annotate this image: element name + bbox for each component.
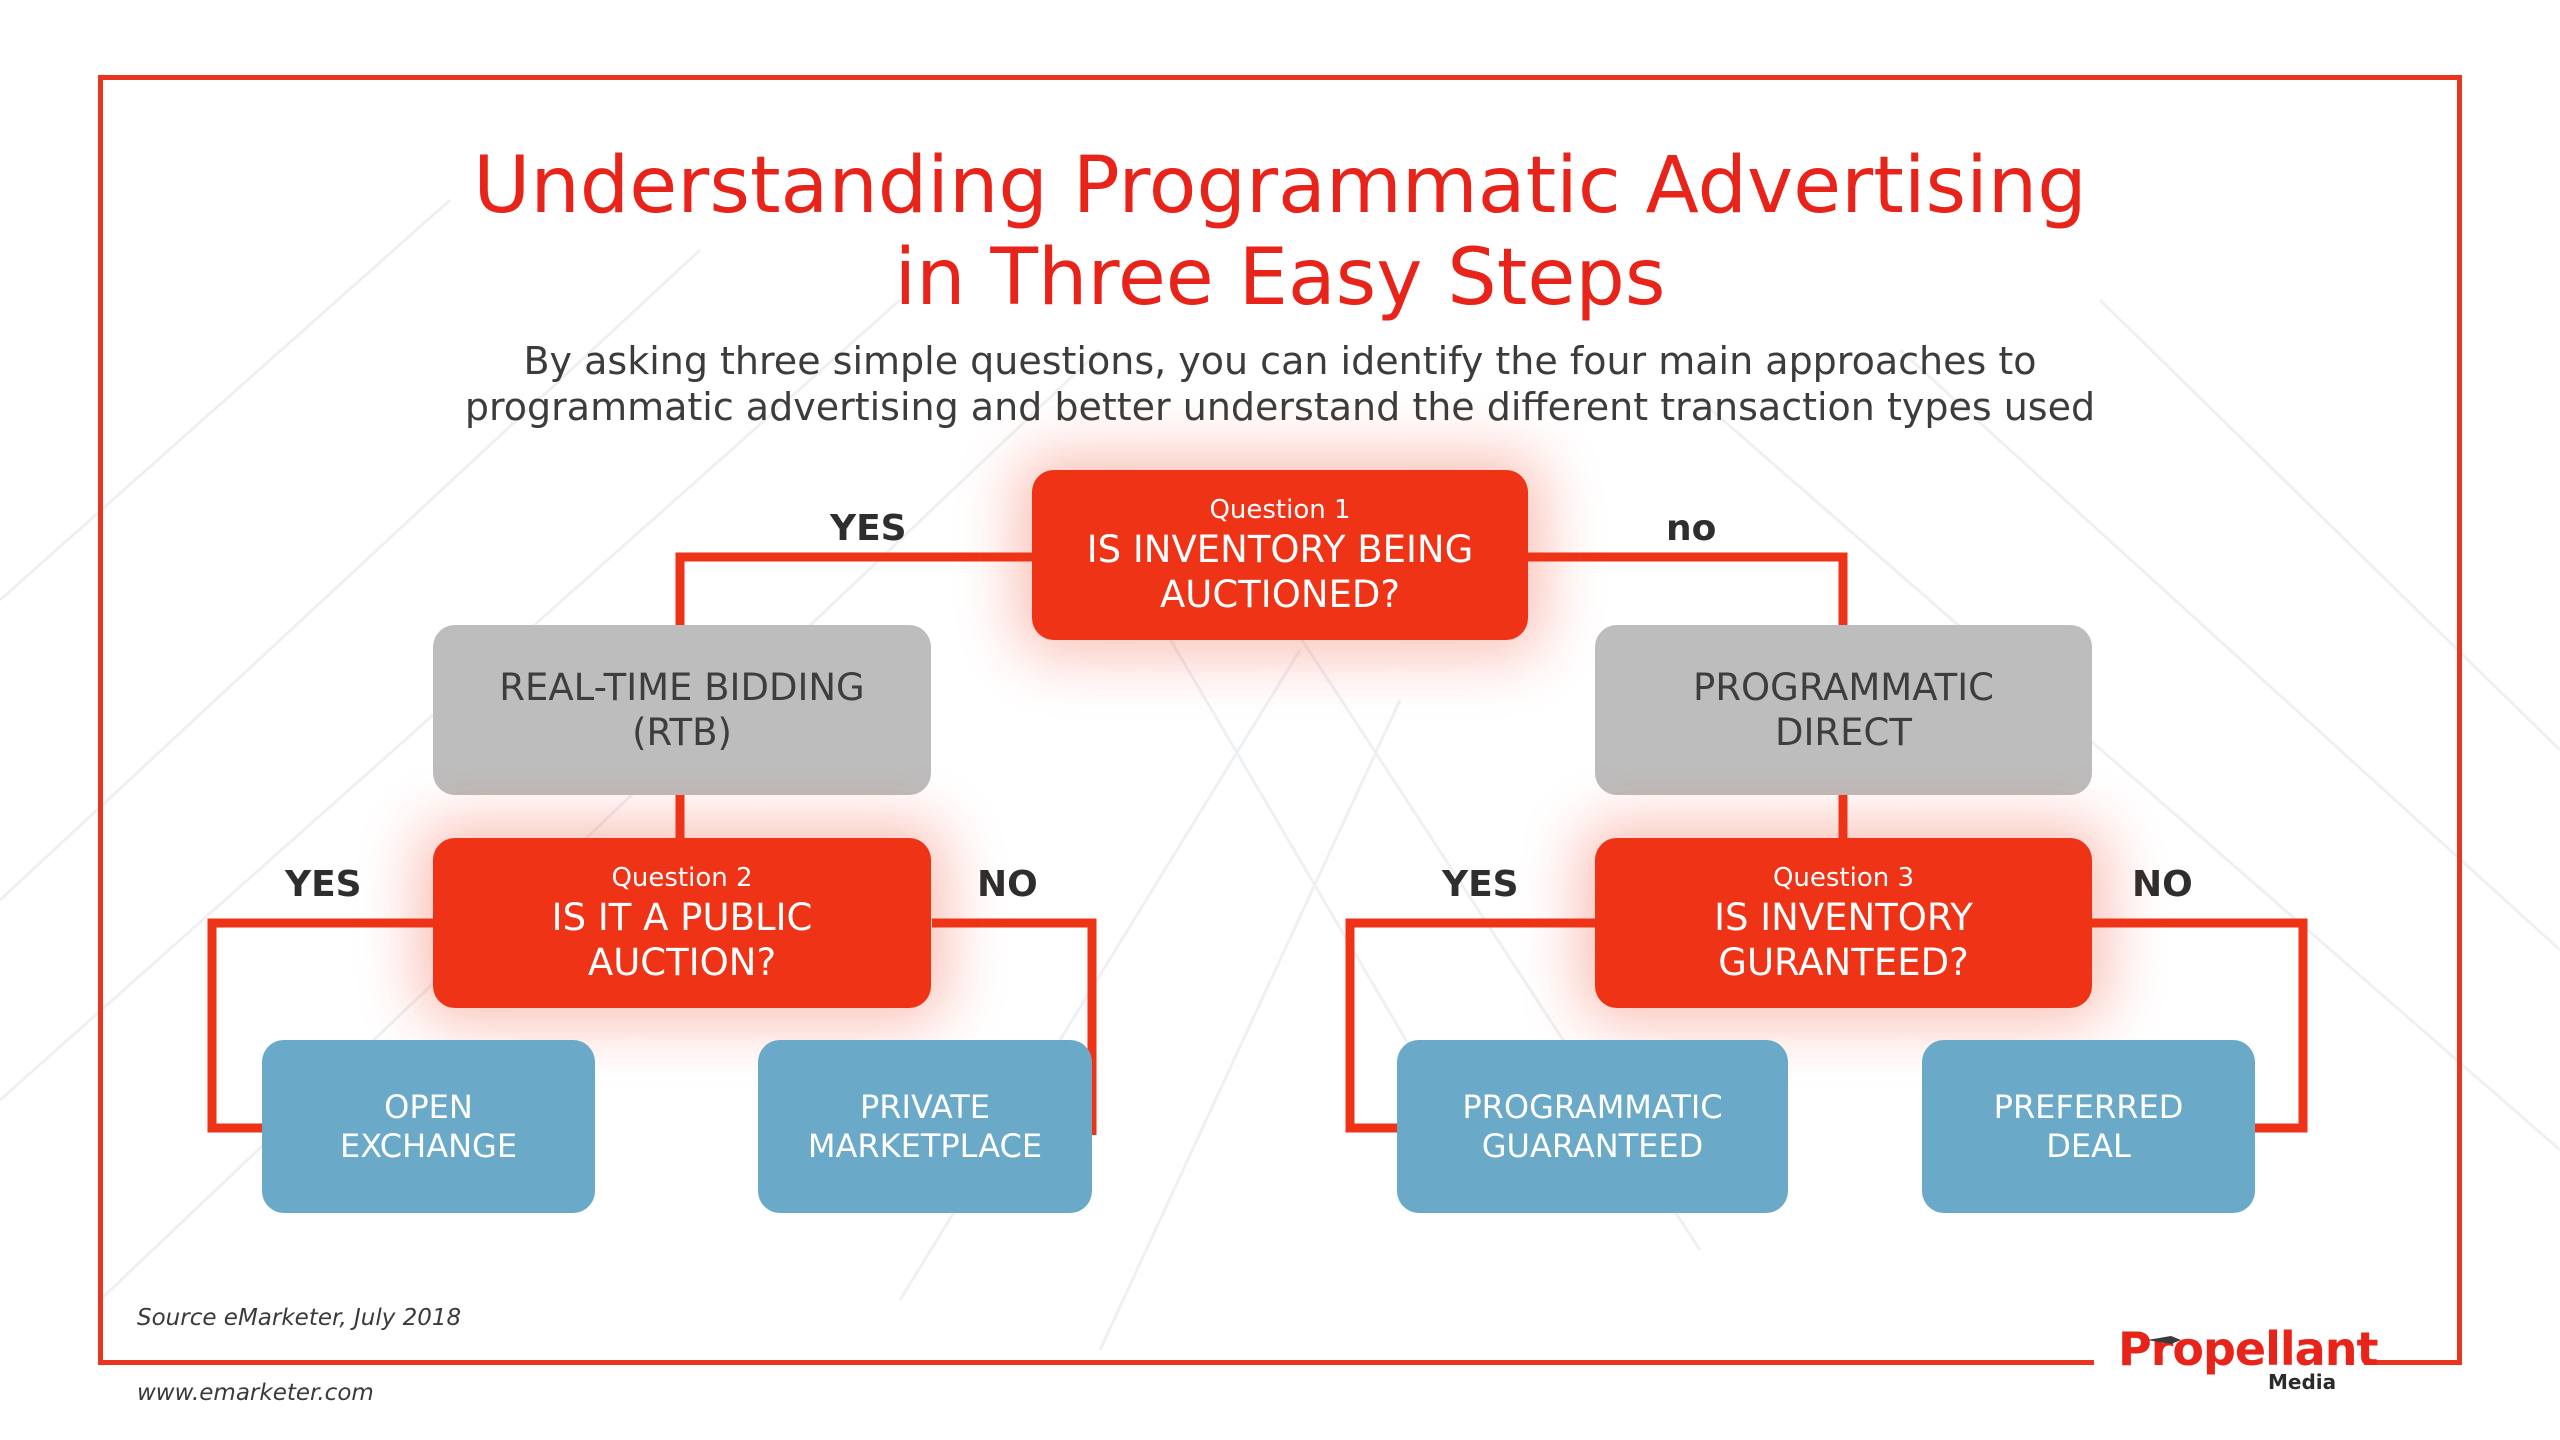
question-1-box: Question 1 IS INVENTORY BEING AUCTIONED? bbox=[1032, 470, 1528, 640]
private-marketplace-box: PRIVATE MARKETPLACE bbox=[758, 1040, 1092, 1213]
page-subtitle: By asking three simple questions, you ca… bbox=[380, 338, 2180, 430]
propellant-logo-subtitle: Media bbox=[2268, 1370, 2337, 1394]
outer-frame bbox=[98, 75, 2462, 1365]
question-2-box: Question 2 IS IT A PUBLIC AUCTION? bbox=[433, 838, 931, 1008]
open-exchange-line-2: EXCHANGE bbox=[339, 1126, 518, 1165]
q3-yes-connector bbox=[1345, 918, 1595, 1133]
programmatic-guaranteed-line-1: PROGRAMMATIC bbox=[1462, 1087, 1723, 1126]
direct-line-1: PROGRAMMATIC bbox=[1693, 666, 1994, 709]
source-url: www.emarketer.com bbox=[137, 1380, 374, 1406]
q1-no-label: no bbox=[1666, 508, 1717, 549]
private-marketplace-line-1: PRIVATE bbox=[860, 1087, 990, 1126]
subtitle-line-2: programmatic advertising and better unde… bbox=[464, 385, 2096, 429]
q2-yes-connector bbox=[207, 918, 433, 1133]
q1-yes-label: YES bbox=[830, 508, 907, 549]
preferred-deal-line-2: DEAL bbox=[2046, 1126, 2131, 1165]
question-3-text-line-1: IS INVENTORY bbox=[1714, 896, 1973, 939]
question-3-number: Question 3 bbox=[1772, 863, 1915, 893]
direct-line-2: DIRECT bbox=[1775, 711, 1912, 754]
logo-frame-gap bbox=[2094, 1330, 2364, 1390]
q2-no-label: NO bbox=[977, 864, 1038, 905]
programmatic-direct-box: PROGRAMMATIC DIRECT bbox=[1595, 625, 2092, 795]
q2-yes-label: YES bbox=[285, 864, 362, 905]
propellant-logo: Propellant bbox=[2118, 1322, 2378, 1376]
question-1-text-line-1: IS INVENTORY BEING bbox=[1086, 528, 1474, 571]
q2-no-connector bbox=[932, 918, 1097, 1135]
programmatic-guaranteed-line-2: GUARANTEED bbox=[1481, 1126, 1704, 1165]
question-2-number: Question 2 bbox=[611, 863, 753, 893]
open-exchange-box: OPEN EXCHANGE bbox=[262, 1040, 595, 1213]
title-line-1: Understanding Programmatic Advertising bbox=[473, 141, 2087, 231]
rtb-line-2: (RTB) bbox=[632, 711, 732, 754]
source-note: Source eMarketer, July 2018 bbox=[137, 1305, 462, 1331]
preferred-deal-line-1: PREFERRED bbox=[1993, 1087, 2184, 1126]
rtb-box: REAL-TIME BIDDING (RTB) bbox=[433, 625, 931, 795]
page-title: Understanding Programmatic Advertising i… bbox=[280, 140, 2280, 324]
q3-yes-label: YES bbox=[1442, 864, 1519, 905]
rocket-icon bbox=[2147, 1336, 2181, 1344]
q3-no-label: NO bbox=[2132, 864, 2193, 905]
private-marketplace-line-2: MARKETPLACE bbox=[807, 1126, 1043, 1165]
question-1-text-line-2: AUCTIONED? bbox=[1159, 573, 1401, 616]
question-1-number: Question 1 bbox=[1209, 495, 1351, 525]
preferred-deal-box: PREFERRED DEAL bbox=[1922, 1040, 2255, 1213]
q1-yes-connector bbox=[675, 552, 1032, 625]
programmatic-guaranteed-box: PROGRAMMATIC GUARANTEED bbox=[1397, 1040, 1788, 1213]
question-3-text-line-2: GURANTEED? bbox=[1718, 941, 1969, 984]
subtitle-line-1: By asking three simple questions, you ca… bbox=[523, 339, 2037, 383]
question-3-box: Question 3 IS INVENTORY GURANTEED? bbox=[1595, 838, 2092, 1008]
title-line-2: in Three Easy Steps bbox=[894, 233, 1666, 323]
question-2-text-line-2: AUCTION? bbox=[587, 941, 777, 984]
q1-no-connector bbox=[1528, 552, 1848, 625]
open-exchange-line-1: OPEN bbox=[384, 1087, 473, 1126]
question-2-text-line-1: IS IT A PUBLIC bbox=[551, 896, 813, 939]
rtb-line-1: REAL-TIME BIDDING bbox=[499, 666, 865, 709]
q3-no-connector bbox=[2092, 918, 2308, 1133]
